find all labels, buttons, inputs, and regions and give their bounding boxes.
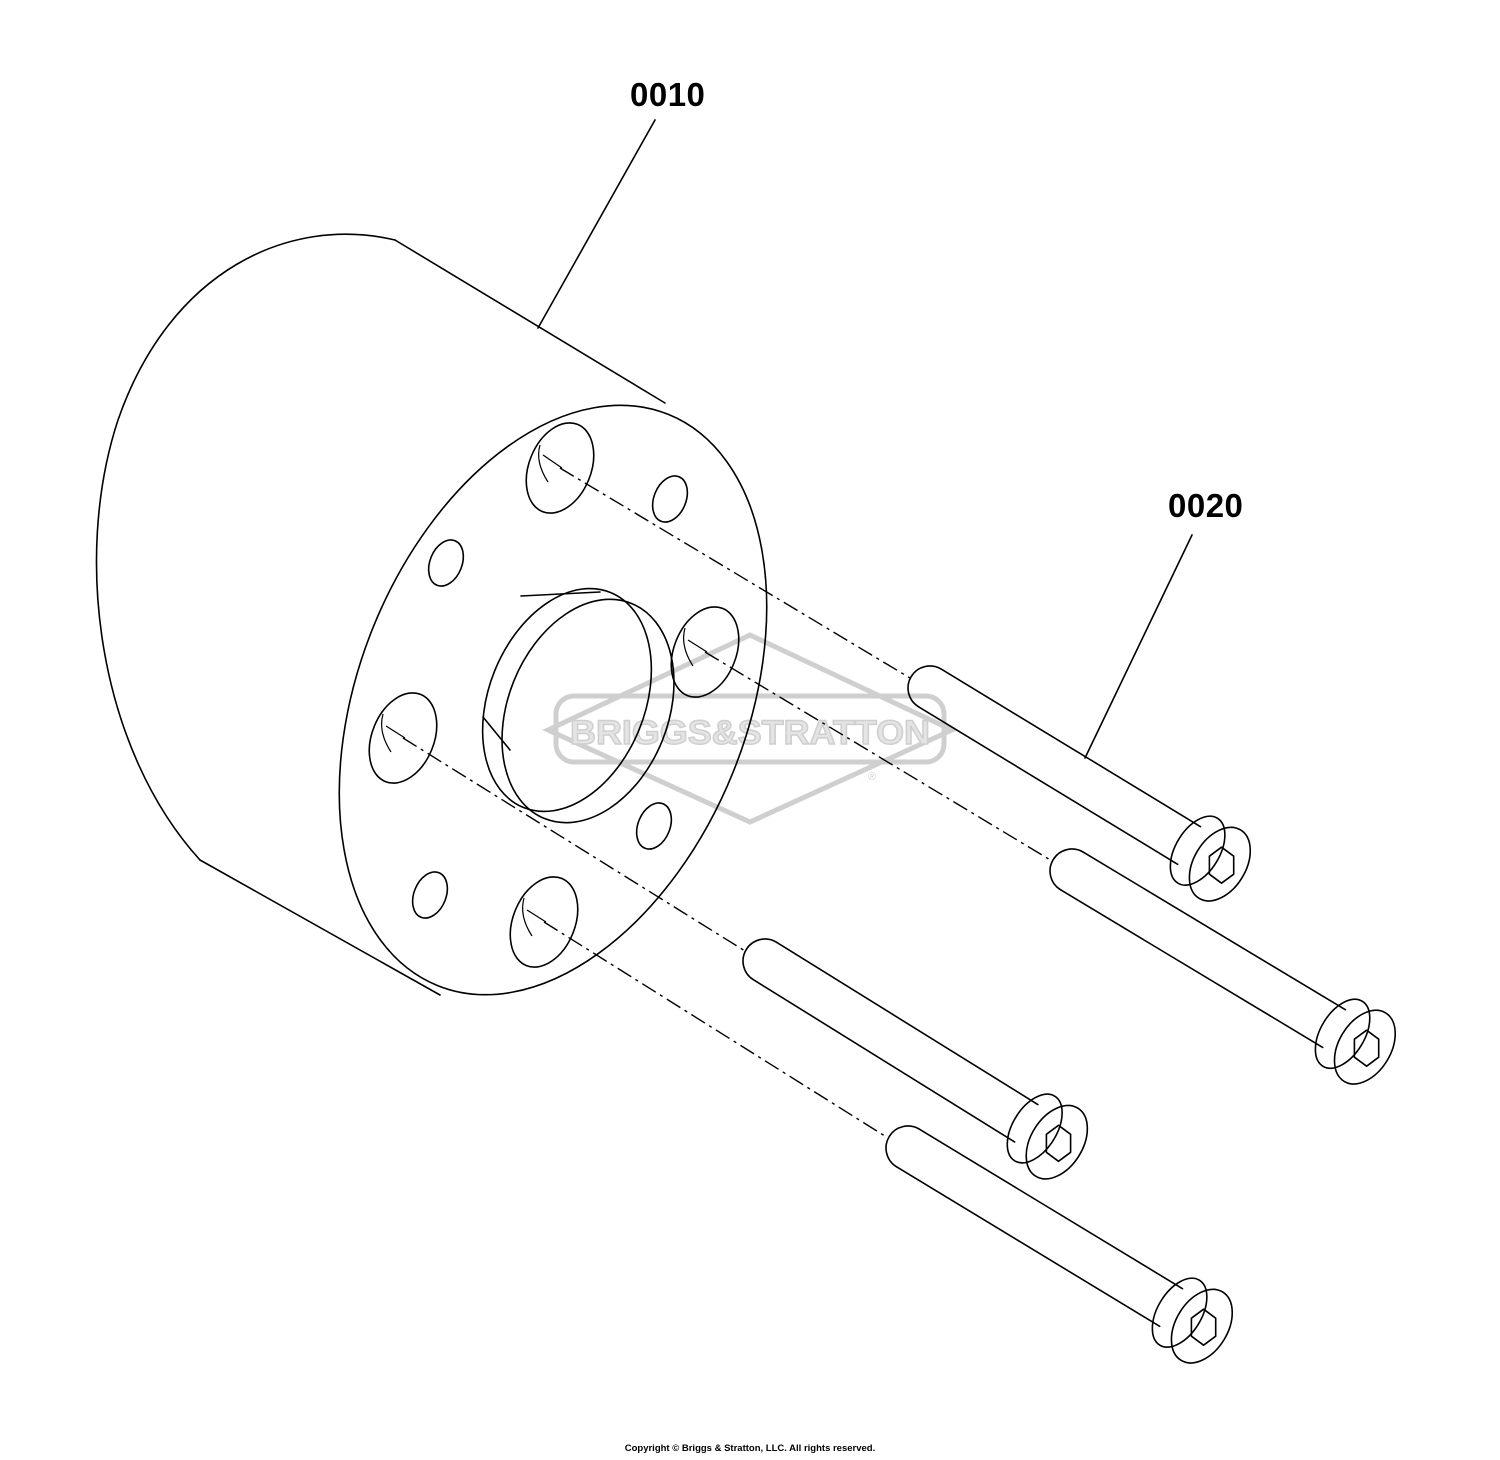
through-hole — [427, 539, 465, 587]
svg-text:BRIGGS&STRATTON: BRIGGS&STRATTON — [570, 714, 930, 752]
leader-line-0010 — [537, 119, 656, 329]
bolt-axis-lines — [402, 467, 1053, 1139]
socket-head-cap-screw — [1049, 848, 1397, 1085]
through-hole — [651, 475, 689, 523]
socket-head-cap-screw — [742, 938, 1089, 1180]
svg-text:®: ® — [868, 771, 876, 783]
counterbored-hole — [509, 876, 579, 968]
callout-0020: 0020 — [1168, 487, 1244, 524]
through-hole — [635, 802, 673, 850]
callout-0010: 0010 — [630, 76, 706, 113]
counterbored-hole — [368, 692, 438, 784]
through-hole — [411, 871, 449, 919]
counterbored-hole — [525, 422, 595, 514]
socket-head-cap-screw — [885, 1125, 1234, 1364]
hub-body — [95, 233, 768, 996]
counterbored-hole — [670, 606, 740, 698]
leader-line-0020 — [1084, 534, 1193, 759]
briggs-stratton-logo-watermark: BRIGGS&STRATTON ® — [542, 632, 958, 825]
copyright-notice: Copyright © Briggs & Stratton, LLC. All … — [624, 1443, 876, 1454]
socket-head-cap-screw — [907, 665, 1252, 902]
